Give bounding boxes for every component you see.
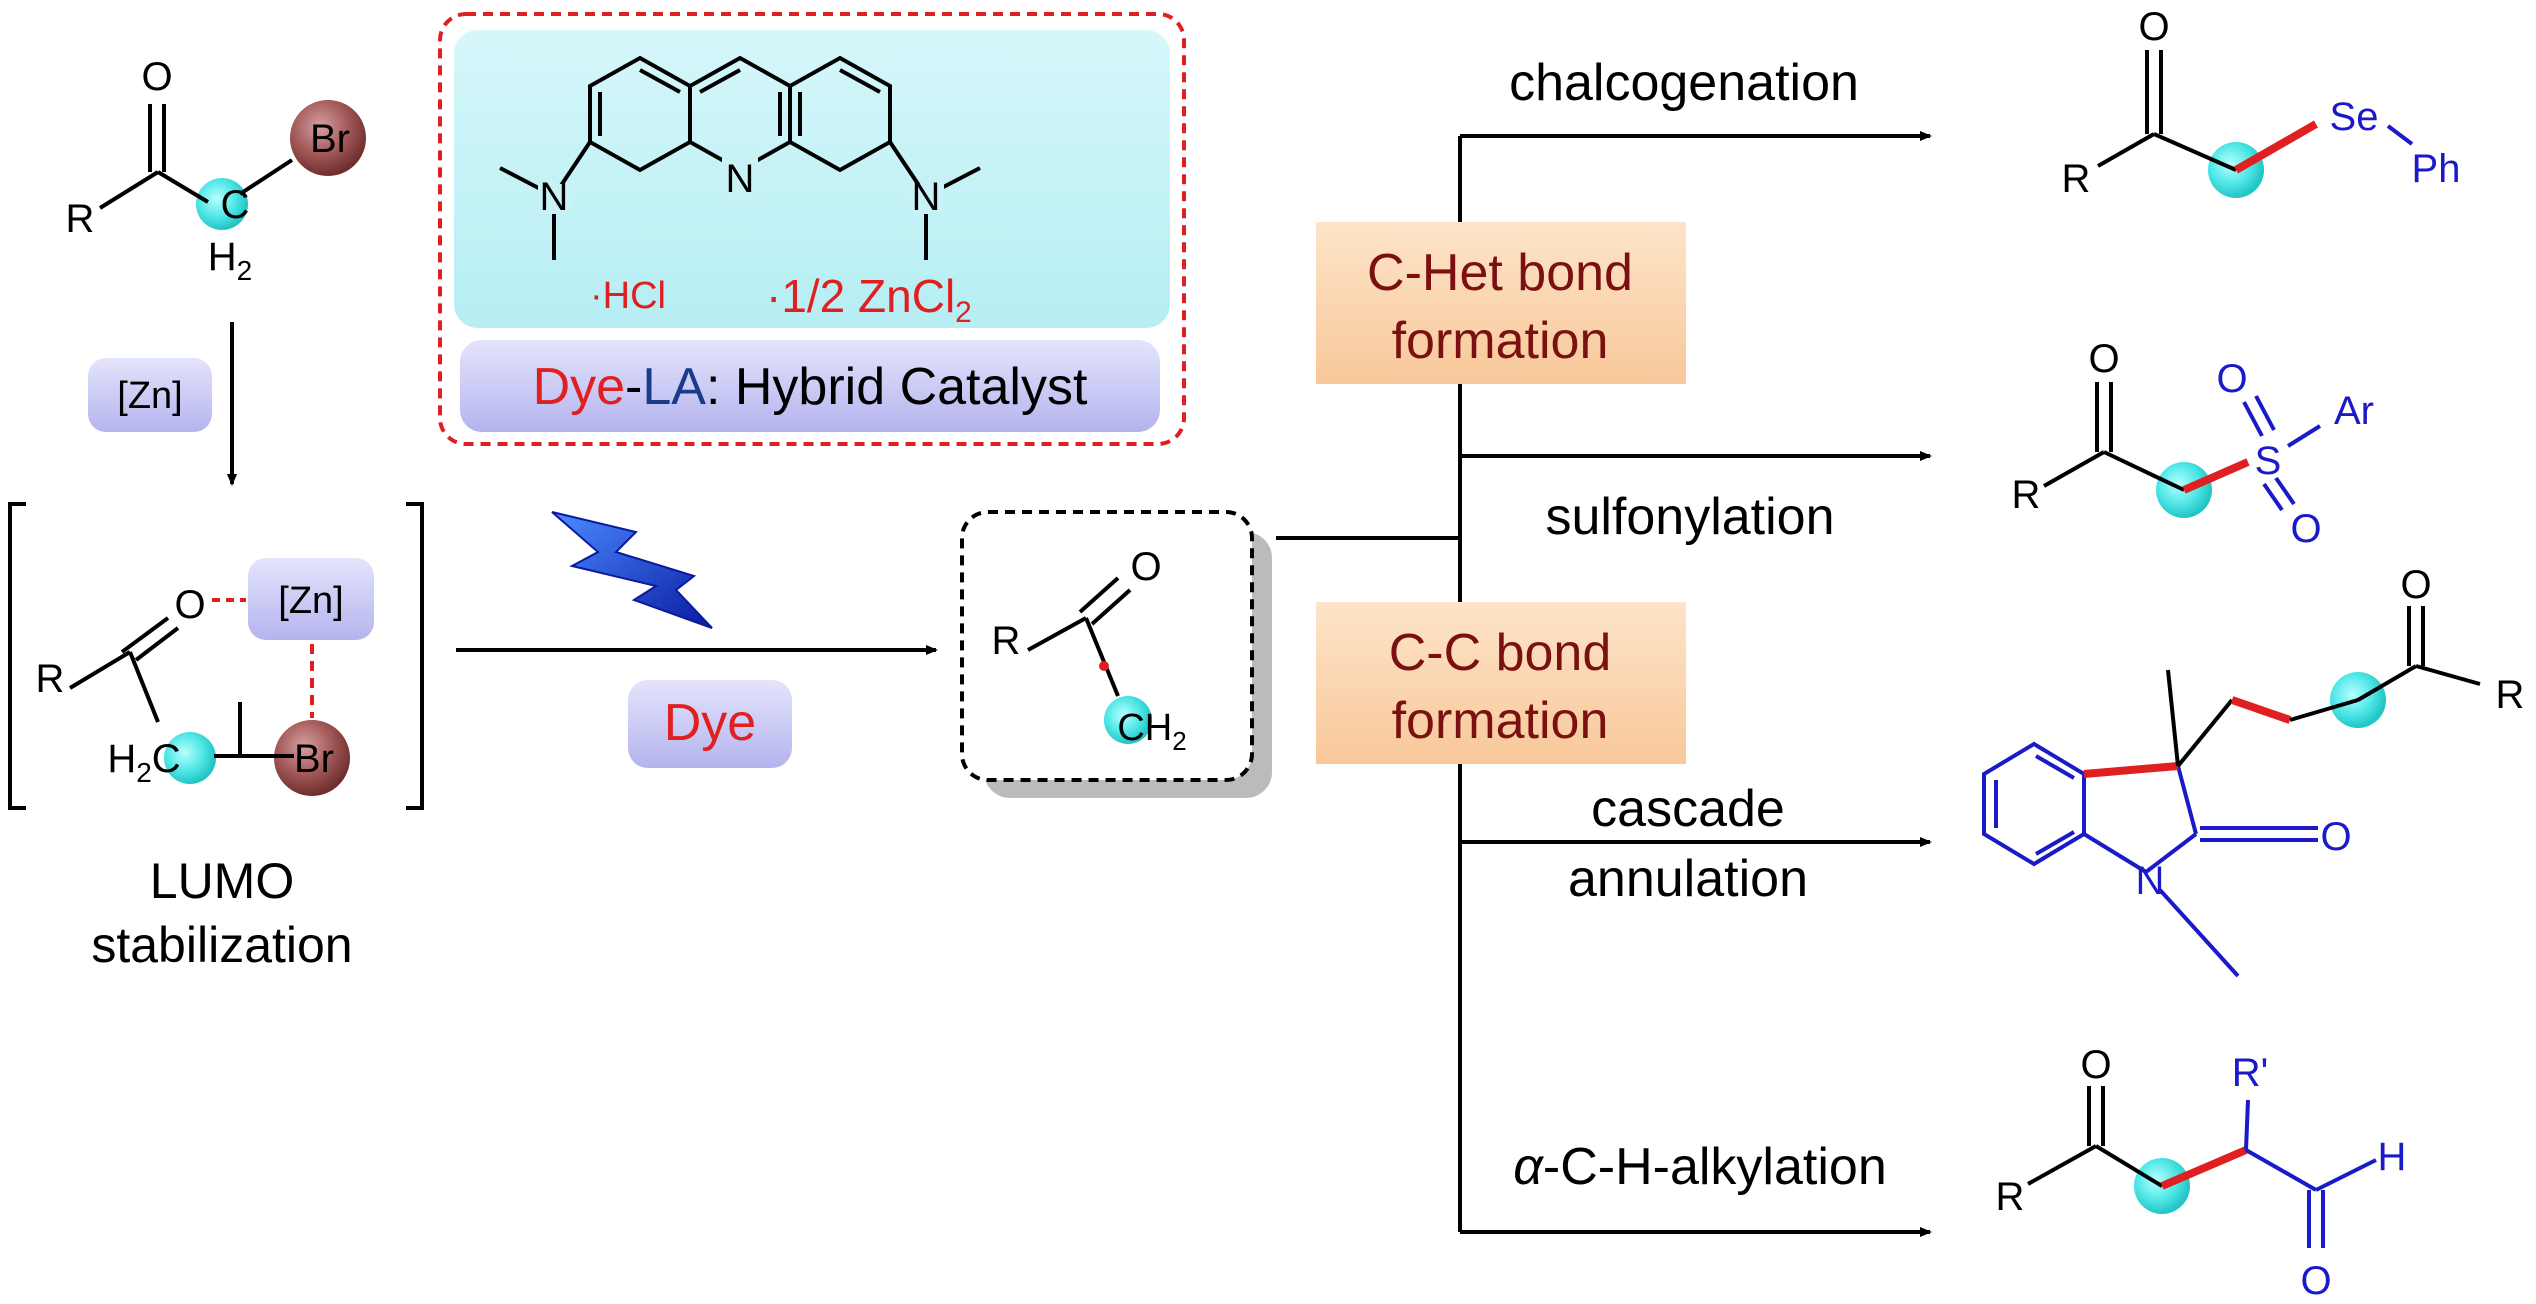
radical-box [960, 510, 1254, 782]
p1-ph: Ph [2412, 147, 2461, 191]
catalyst-panel: N N N ·HCl ·1/2 ZnCl2 Dye-LA: Hybrid Cat… [438, 12, 1186, 446]
p1-se: Se [2330, 95, 2379, 139]
bromoketone-structure: O R Br C H2 [66, 55, 366, 286]
complex-br: Br [294, 737, 334, 781]
p3-r: R [2496, 673, 2525, 717]
amine-n-left: N [540, 175, 569, 219]
complex-zn-label: [Zn] [278, 580, 343, 622]
c-c-bond-box [1316, 602, 1686, 764]
product-selenide: O R Se Ph [2062, 5, 2461, 201]
complex-r: R [36, 657, 65, 701]
p2-so-top: O [2216, 357, 2247, 401]
c-c-bond-line2: formation [1392, 692, 1609, 750]
c-het-bond-line1: C-Het bond [1367, 244, 1633, 302]
zn-reagent-box [88, 358, 212, 432]
radical-r: R [992, 619, 1021, 663]
p2-s: S [2255, 439, 2282, 483]
c-het-bond-line2: formation [1392, 312, 1609, 370]
p4-rprime: R' [2232, 1051, 2269, 1095]
p3-n: N [2136, 859, 2165, 903]
p4-h: H [2378, 1135, 2407, 1179]
zn-reagent-label: [Zn] [117, 375, 182, 417]
complex-zn-box [248, 558, 374, 640]
radical-dot [1099, 661, 1109, 671]
product-oxindole: O R O N [1982, 563, 2525, 978]
caption-lumo: LUMO [150, 853, 294, 909]
right-bracket [406, 502, 424, 810]
atom-r: R [66, 197, 95, 241]
left-bracket [8, 502, 26, 810]
radical-intermediate: O R CH2 [960, 510, 1272, 798]
radical-o: O [1130, 545, 1161, 589]
radical-alpha-highlight [1104, 696, 1152, 744]
p3-o2: O [2320, 815, 2351, 859]
label-annulation: annulation [1568, 850, 1808, 908]
acridine-n: N [726, 157, 755, 201]
dye-label: Dye [664, 694, 756, 752]
p4-o2: O [2300, 1259, 2331, 1303]
catalyst-structure-box [454, 30, 1170, 328]
product-sulfone: O R S O O Ar [2012, 337, 2374, 551]
complex-o: O [174, 583, 205, 627]
complex-bromine-ball [274, 720, 350, 796]
label-chalcogenation: chalcogenation [1509, 54, 1859, 112]
radical-ch2: CH2 [1117, 707, 1186, 756]
p2-so-bottom: O [2290, 507, 2321, 551]
p2-r: R [2012, 473, 2041, 517]
alpha-carbon-highlight [196, 178, 248, 230]
atom-o: O [141, 55, 172, 99]
label-sulfonylation: sulfonylation [1545, 488, 1834, 546]
p1-o: O [2138, 5, 2169, 49]
label-alkylation: α-C-H-alkylation [1513, 1138, 1887, 1196]
caption-stabilization: stabilization [91, 917, 352, 973]
hcl-label: ·HCl [590, 275, 666, 317]
bromine-ball [290, 100, 366, 176]
complex-alpha-highlight [164, 732, 216, 784]
catalyst-dashed-frame [438, 12, 1186, 446]
atom-br: Br [310, 117, 350, 161]
p4-o: O [2080, 1043, 2111, 1087]
atom-c: C [221, 183, 250, 227]
zn-activation-arrow: [Zn] [88, 322, 237, 486]
c-c-bond-line1: C-C bond [1389, 624, 1612, 682]
p1-r: R [2062, 157, 2091, 201]
p3-o: O [2400, 563, 2431, 607]
lumo-complex: O [Zn] R H2C Br [8, 502, 424, 810]
p2-ar: Ar [2334, 389, 2374, 433]
atom-h2: H2 [208, 235, 252, 286]
p2-o: O [2088, 337, 2119, 381]
complex-h2c: H2C [107, 737, 180, 788]
dye-box [628, 680, 792, 768]
c-het-bond-box [1316, 222, 1686, 384]
label-cascade: cascade [1591, 780, 1785, 838]
lightning-bolt-icon [551, 511, 713, 629]
product-aldehyde: O R R' H O [1996, 1043, 2407, 1303]
catalyst-name: Dye-LA: Hybrid Catalyst [533, 358, 1088, 416]
amine-n-right: N [912, 175, 941, 219]
zncl2-label: ·1/2 ZnCl2 [766, 270, 972, 329]
p4-r: R [1996, 1175, 2025, 1219]
catalyst-name-box [460, 340, 1160, 432]
